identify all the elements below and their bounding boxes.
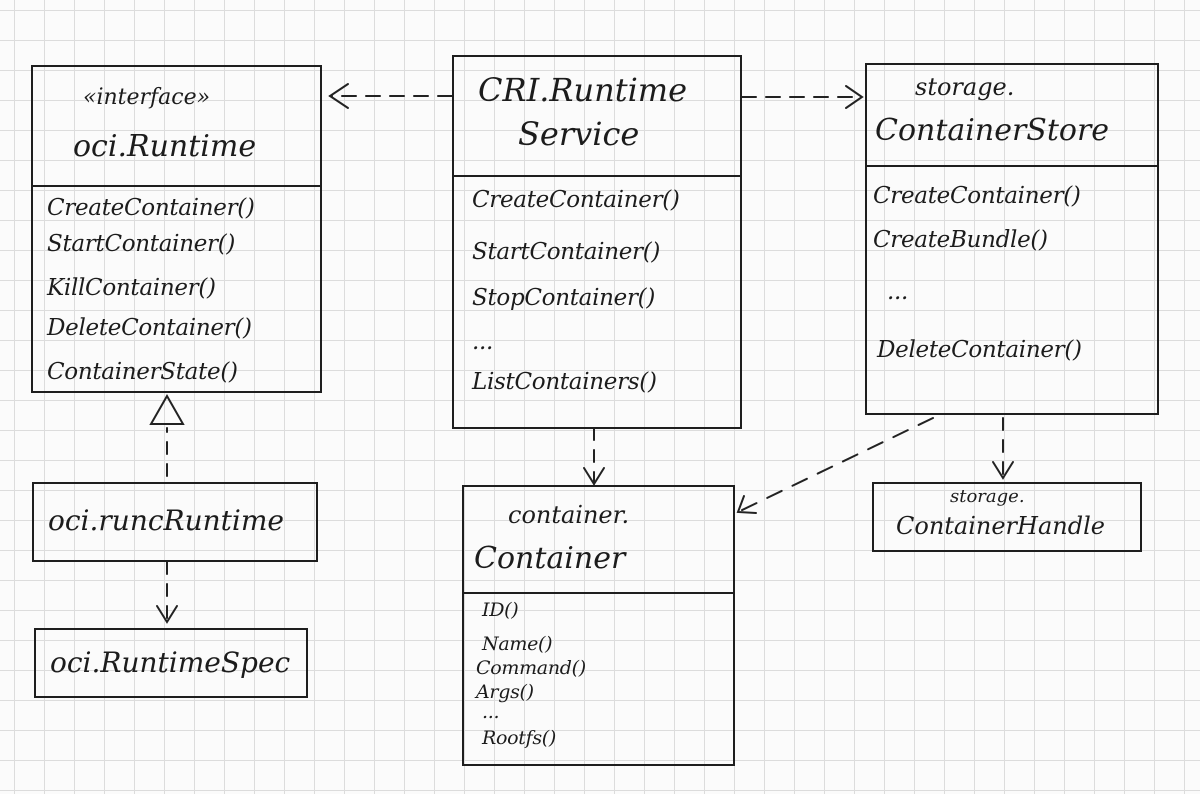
store-method: ... bbox=[887, 279, 909, 305]
cri-runtime-service-class: CRI.Runtime Service CreateContainer() St… bbox=[452, 55, 742, 429]
runtime-method: DeleteContainer() bbox=[47, 315, 252, 341]
container-method: Command() bbox=[476, 657, 586, 679]
arrowhead-runtime bbox=[328, 83, 349, 109]
container-method: Args() bbox=[476, 681, 534, 703]
store-title-line2: ContainerStore bbox=[875, 113, 1110, 148]
cri-method: ListContainers() bbox=[472, 369, 657, 395]
runtime-method: StartContainer() bbox=[47, 231, 236, 257]
store-method: CreateContainer() bbox=[873, 183, 1081, 209]
cri-header: CRI.Runtime Service bbox=[454, 57, 740, 177]
cri-method: CreateContainer() bbox=[472, 187, 680, 213]
arrowhead-container bbox=[583, 467, 605, 486]
arrowhead-store bbox=[845, 85, 864, 109]
container-method: ID() bbox=[482, 599, 519, 621]
runtime-method: ContainerState() bbox=[47, 359, 238, 385]
container-method: Name() bbox=[482, 633, 553, 655]
arrowhead-spec bbox=[156, 605, 178, 624]
runc-runtime-title: oci.runcRuntime bbox=[48, 504, 285, 537]
oci-runc-runtime-class: oci.runcRuntime bbox=[32, 482, 318, 562]
store-method: CreateBundle() bbox=[873, 227, 1048, 253]
handle-title-line1: storage. bbox=[950, 486, 1025, 507]
cri-method: ... bbox=[472, 329, 494, 355]
cri-method: StopContainer() bbox=[472, 285, 656, 311]
oci-runtime-header: «interface» oci.Runtime bbox=[33, 67, 320, 187]
arrowhead-handle bbox=[992, 461, 1014, 480]
cri-method: StartContainer() bbox=[472, 239, 661, 265]
realization-triangle bbox=[149, 393, 185, 425]
container-store-class: storage. ContainerStore CreateContainer(… bbox=[865, 63, 1159, 415]
oci-runtime-title: oci.Runtime bbox=[73, 129, 257, 164]
container-method: Rootfs() bbox=[482, 727, 557, 749]
store-header: storage. ContainerStore bbox=[867, 65, 1157, 167]
dependency-store-to-container bbox=[737, 417, 934, 513]
container-title-line1: container. bbox=[508, 501, 630, 529]
container-class: container. Container ID() Name() Command… bbox=[462, 485, 735, 766]
cri-title-line2: Service bbox=[518, 115, 640, 153]
handle-title-line2: ContainerHandle bbox=[896, 512, 1105, 540]
runtime-spec-title: oci.RuntimeSpec bbox=[50, 646, 291, 679]
container-header: container. Container bbox=[464, 487, 733, 594]
oci-runtime-class: «interface» oci.Runtime CreateContainer(… bbox=[31, 65, 322, 393]
container-handle-class: storage. ContainerHandle bbox=[872, 482, 1142, 552]
oci-runtime-spec-class: oci.RuntimeSpec bbox=[34, 628, 308, 698]
arrowhead-container-2 bbox=[736, 495, 757, 514]
interface-stereotype: «interface» bbox=[83, 85, 211, 110]
cri-title-line1: CRI.Runtime bbox=[478, 71, 688, 109]
container-method: ... bbox=[482, 701, 500, 723]
store-title-line1: storage. bbox=[915, 73, 1015, 101]
runtime-method: KillContainer() bbox=[47, 275, 216, 301]
store-method: DeleteContainer() bbox=[877, 337, 1082, 363]
container-title-line2: Container bbox=[474, 541, 626, 576]
runtime-method: CreateContainer() bbox=[47, 195, 255, 221]
